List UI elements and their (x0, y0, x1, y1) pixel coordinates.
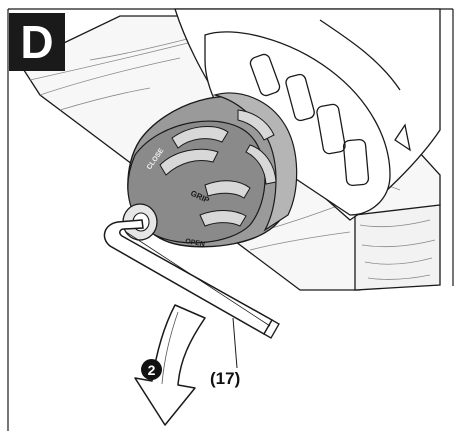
step-number-icon: 2 (141, 359, 162, 380)
section-letter-badge: D (9, 13, 65, 71)
part-number-label: (17) (210, 369, 241, 388)
chuck-open-text: OPEN (185, 238, 206, 248)
label-leader-line (232, 317, 238, 369)
drill-body (174, 8, 441, 221)
hex-key (103, 219, 280, 339)
rotation-arrow (134, 304, 206, 426)
drill-chuck: CLOSE GRIP OPEN (122, 92, 298, 248)
